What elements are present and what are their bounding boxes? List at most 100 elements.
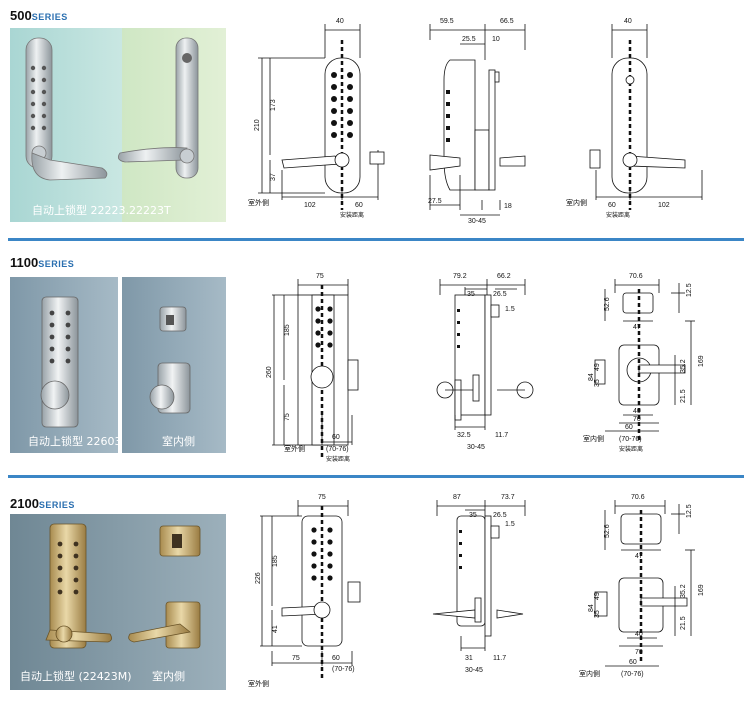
install-distance-label: 安装距离 — [326, 455, 350, 463]
photo-caption: 自动上锁型 22223.22223T — [32, 204, 171, 217]
install-distance-label: 安装距离 — [606, 211, 630, 219]
dim-e: 1.5 — [505, 521, 515, 528]
photo-illustration — [10, 28, 226, 222]
dim-b: 66.5 — [500, 18, 514, 25]
dim-height-total: 260 — [266, 366, 273, 378]
side-view-drawing: 59.5 66.5 25.5 10 27.5 30-45 18 — [428, 18, 526, 225]
series-number: 500 — [10, 8, 32, 23]
dim-d: 26.5 — [493, 291, 507, 298]
dim-right: 60 — [332, 434, 340, 441]
inside-label: 室内側 — [583, 434, 604, 443]
dim-h: 30-45 — [467, 444, 485, 451]
front-view-drawing: 75 260 185 75 60 (70-76) 室外側 安装距离 — [266, 273, 359, 463]
series-suffix: SERIES — [38, 259, 75, 269]
dim-v3: 21.5 — [680, 389, 687, 403]
dim-b3: 60 — [625, 424, 633, 431]
dim-g: 11.7 — [493, 655, 506, 662]
back-view-drawing: 40 60 102 室内側 安装距离 — [566, 18, 703, 219]
photo-caption-inside: 室内側 — [152, 670, 185, 683]
photo-caption-inside: 室内側 — [162, 435, 195, 448]
install-distance-label: 安装距离 — [340, 211, 364, 219]
dim-c: 25.5 — [462, 36, 476, 43]
dim-left: 102 — [304, 202, 316, 209]
dim-t3: 47 — [635, 553, 643, 560]
front-view-drawing: 75 226 185 41 75 60 (70-76) 室外側 — [248, 494, 361, 688]
dim-d: 10 — [492, 36, 500, 43]
inside-label: 室内側 — [579, 669, 600, 678]
dim-b: 66.2 — [497, 273, 511, 280]
dim-l2: 49 — [594, 363, 601, 371]
photo-illustration — [10, 514, 226, 690]
section-2100: 2100SERIES 自动上锁型 (22423M) 室内側 — [0, 482, 750, 701]
dim-right: 60 — [355, 202, 363, 209]
dim-e: 1.5 — [505, 306, 515, 313]
dim-right: 102 — [658, 202, 670, 209]
dim-width: 40 — [624, 18, 632, 25]
product-photo: 自动上锁型 22603 室内側 — [10, 277, 226, 453]
dim-width: 75 — [316, 273, 324, 280]
dim-height-upper: 173 — [270, 99, 277, 111]
dim-left: 75 — [292, 655, 300, 662]
dim-width: 70.6 — [629, 273, 643, 280]
dim-b2: 70 — [635, 649, 643, 656]
dim-width: 40 — [336, 18, 344, 25]
dim-height-upper: 185 — [284, 324, 291, 336]
section-title: 2100SERIES — [10, 496, 75, 511]
dim-c: 35 — [469, 512, 477, 519]
dim-v1: 169 — [698, 355, 705, 367]
dim-t2: 12.5 — [686, 504, 693, 518]
product-photo: 自动上锁型 22223.22223T — [10, 28, 226, 222]
dim-range: (70-76) — [332, 666, 355, 673]
dim-c: 35 — [467, 291, 475, 298]
dim-right: 60 — [332, 655, 340, 662]
dim-v3: 21.5 — [680, 616, 687, 630]
section-500: 500SERIES — [0, 0, 750, 235]
side-view-drawing: 87 73.7 35 26.5 1.5 31 11.7 30-45 — [432, 494, 526, 674]
dim-t2: 12.5 — [686, 283, 693, 297]
dim-v2: 35.2 — [680, 584, 687, 598]
dim-width: 70.6 — [631, 494, 645, 501]
dim-range: (70-76) — [326, 446, 349, 453]
series-suffix: SERIES — [38, 500, 75, 510]
section-divider — [8, 238, 744, 241]
front-view-drawing: 40 210 173 37 102 60 室外側 安装距离 — [248, 18, 385, 219]
dim-v1: 169 — [698, 584, 705, 596]
dim-d: 26.5 — [493, 512, 507, 519]
dim-t3: 47 — [633, 324, 641, 331]
dim-height-total: 226 — [255, 572, 262, 584]
dim-l3: 35 — [594, 379, 601, 387]
section-divider — [8, 475, 744, 478]
side-view-drawing: 79.2 66.2 35 26.5 1.5 32.5 11.7 30-45 — [436, 273, 534, 451]
dim-g: 11.7 — [495, 432, 508, 439]
back-view-drawing: 70.6 52.6 12.5 47 169 35.2 21.5 84 49 35… — [583, 273, 705, 453]
photo-illustration — [10, 277, 226, 453]
outside-label: 室外側 — [284, 444, 305, 453]
dim-t1: 52.6 — [604, 297, 611, 311]
series-number: 2100 — [10, 496, 39, 511]
dim-left: 60 — [608, 202, 616, 209]
dim-b3: 60 — [629, 659, 637, 666]
outside-label: 室外側 — [248, 198, 269, 207]
dim-l1: 84 — [588, 604, 595, 612]
dim-l3: 35 — [594, 610, 601, 618]
inside-label: 室内側 — [566, 198, 587, 207]
product-photo: 自动上锁型 (22423M) 室内側 — [10, 514, 226, 690]
dim-a: 59.5 — [440, 18, 454, 25]
section-title: 1100SERIES — [10, 255, 74, 270]
dim-a: 79.2 — [453, 273, 467, 280]
dim-b1: 40 — [633, 408, 641, 415]
photo-caption: 自动上锁型 22603 — [28, 435, 122, 448]
photo-caption: 自动上锁型 (22423M) — [20, 670, 132, 683]
dim-height-upper: 185 — [272, 555, 279, 567]
series-suffix: SERIES — [31, 12, 68, 22]
dim-b1: 40 — [635, 631, 643, 638]
dim-height-lower: 41 — [272, 625, 279, 633]
dim-a: 87 — [453, 494, 461, 501]
outside-label: 室外側 — [248, 679, 269, 688]
dim-t1: 52.6 — [604, 524, 611, 538]
dim-f: 31 — [465, 655, 473, 662]
dim-b: 73.7 — [501, 494, 515, 501]
dim-l1: 84 — [588, 373, 595, 381]
install-distance-label: 安装距离 — [619, 445, 643, 453]
section-1100: 1100SERIES 自动上锁型 22603 — [0, 245, 750, 470]
